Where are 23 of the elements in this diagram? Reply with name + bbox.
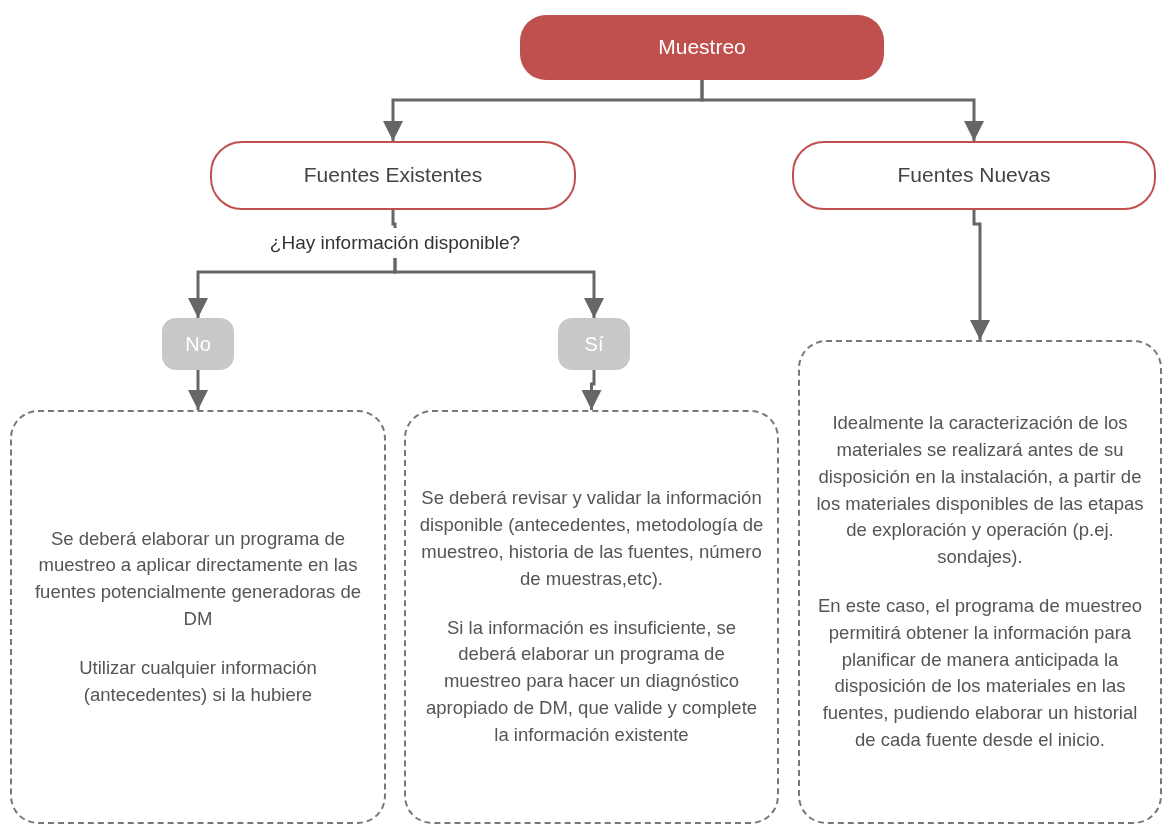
description-card bbox=[404, 410, 779, 824]
description-text: Utilizar cualquier información (antecedentes) si la hubiere bbox=[78, 655, 318, 707]
title-text: Muestreo bbox=[658, 34, 746, 61]
description-text: Se deberá elaborar un programa de muestreo a aplicar directamente en las fuentes potencialmente generadoras de DM bbox=[33, 526, 362, 631]
description-text: Se deberá revisar y validar la información disponible (antecedentes, metodología de muestreo, historia de las fuentes, número de muestras,etc). bbox=[418, 486, 765, 591]
arrow bbox=[188, 370, 208, 410]
category-label: Fuentes Existentes bbox=[303, 162, 483, 189]
answer-pill bbox=[558, 318, 630, 370]
description-text: En este caso, el programa de muestreo permitirá obtener la información para planificar de manera anticipada la disposición de los materiales en las fuentes, pudiendo elaborar un historial de cada fuente desde el inicio. bbox=[817, 594, 1143, 753]
title-box bbox=[520, 15, 884, 80]
description-text: Idealmente la caracterización de los materiales se realizará antes de su disposición en la instalación, a partir de los materiales disponibles de las etapas de exploración y operación (p.ej. sondajes). bbox=[815, 411, 1145, 570]
description-text: Si la información es insuficiente, se deberá elaborar un programa de muestreo para hacer un diagnóstico apropiado de DM, que valide y complete la información existente bbox=[424, 615, 759, 747]
description-card bbox=[10, 410, 386, 824]
category-box bbox=[792, 141, 1156, 210]
connector-line bbox=[391, 210, 397, 228]
category-box bbox=[210, 141, 576, 210]
arrow bbox=[970, 210, 990, 340]
arrow bbox=[581, 370, 602, 410]
answer-pill bbox=[162, 318, 234, 370]
description-card bbox=[798, 340, 1162, 824]
arrow bbox=[393, 258, 604, 318]
category-label: Fuentes Nuevas bbox=[897, 162, 1051, 189]
arrow bbox=[700, 80, 984, 141]
